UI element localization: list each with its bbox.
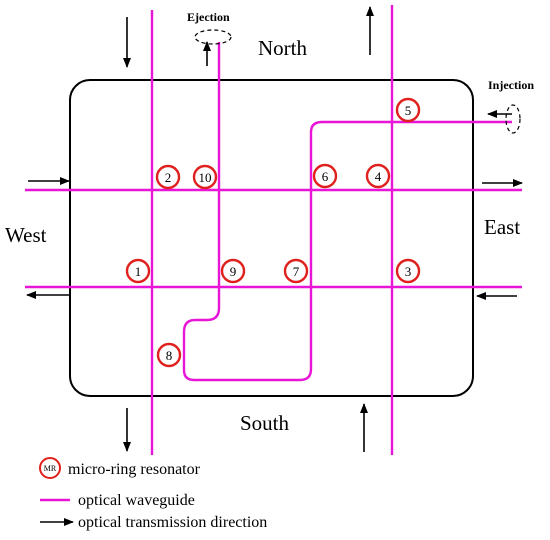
resonator-2: 2: [155, 164, 181, 190]
legend-arrow-label: optical transmission direction: [78, 514, 267, 531]
resonator-label: 6: [322, 169, 329, 184]
legend-mr-symbol: [39, 457, 61, 479]
resonator-1: 1: [125, 258, 151, 284]
waveguides: [25, 5, 522, 455]
resonator-label: 1: [135, 264, 142, 279]
resonator-label: 7: [293, 264, 300, 279]
ejection-port: [194, 29, 232, 45]
resonator-label: 2: [165, 170, 172, 185]
label-north: North: [258, 36, 307, 60]
resonator-label: 10: [199, 170, 212, 185]
legend-waveguide-label: optical waveguide: [78, 492, 195, 509]
legend: MR micro-ring resonator optical waveguid…: [39, 457, 267, 531]
resonator-3: 3: [395, 258, 421, 284]
resonator-9: 9: [220, 258, 246, 284]
label-injection: Injection: [488, 78, 534, 92]
label-ejection: Ejection: [187, 10, 230, 24]
resonator-6: 6: [312, 163, 338, 189]
resonator-8: 8: [156, 342, 182, 368]
resonator-10: 10: [192, 164, 218, 190]
resonator-label: 4: [375, 169, 382, 184]
resonator-label: 5: [405, 103, 412, 118]
resonators: 1 2 3 4 5 6 7 8 9 10: [125, 97, 421, 368]
label-east: East: [484, 215, 520, 239]
resonator-label: 9: [230, 264, 237, 279]
router-body: [69, 79, 474, 397]
label-south: South: [240, 411, 290, 435]
legend-mr-item: MR micro-ring resonator: [39, 457, 201, 479]
resonator-7: 7: [283, 258, 309, 284]
transmission-arrows: [26, 6, 523, 452]
resonator-5: 5: [395, 97, 421, 123]
resonator-label: 8: [166, 348, 173, 363]
legend-arrow-item: optical transmission direction: [40, 514, 267, 531]
resonator-label: 3: [405, 264, 412, 279]
resonator-4: 4: [365, 163, 391, 189]
waveguide-ejection-path: [182, 42, 512, 382]
injection-port: [505, 104, 521, 134]
legend-mr-symbol-text: MR: [44, 464, 57, 473]
legend-mr-label: micro-ring resonator: [68, 461, 201, 478]
label-west: West: [5, 223, 47, 247]
legend-waveguide-item: optical waveguide: [40, 492, 195, 509]
